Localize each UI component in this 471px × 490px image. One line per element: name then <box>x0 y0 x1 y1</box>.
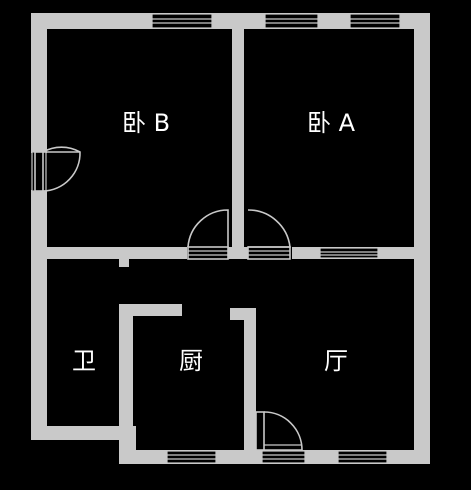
door-bedroom-b-left <box>34 146 81 192</box>
wall-bedroom-mid-floor <box>228 247 248 259</box>
room-label-bedroom-b: 卧 B <box>122 109 170 137</box>
wall-left-upper <box>31 13 47 153</box>
wall-kitchen-top-left <box>119 304 182 316</box>
wall-bottom-bath <box>31 426 136 440</box>
wall-top <box>31 13 430 29</box>
wall-left-lower <box>31 190 47 430</box>
window-top-a1 <box>264 13 319 29</box>
wall-kitchen-left <box>119 304 133 464</box>
door-living-room <box>255 411 303 451</box>
window-bottom-hall-1 <box>261 450 306 464</box>
room-label-bedroom-a: 卧 A <box>307 109 356 137</box>
wall-kitchen-right <box>244 308 256 464</box>
room-label-bathroom: 卫 <box>72 347 96 375</box>
room-label-living-room: 厅 <box>324 347 348 375</box>
window-top-b <box>151 13 213 29</box>
door-bedroom-b <box>187 209 229 260</box>
window-bottom-kitchen <box>166 450 217 464</box>
doors <box>34 146 303 451</box>
wall-bedroom-divider <box>232 29 244 255</box>
wall-stub <box>119 259 129 267</box>
wall-bedroom-b-floor <box>47 247 187 259</box>
window-bottom-hall-2 <box>337 450 388 464</box>
wall-right <box>414 13 430 464</box>
room-labels: 卧 B 卧 A 卫 厨 厅 <box>72 109 356 375</box>
room-label-kitchen: 厨 <box>179 347 203 375</box>
door-bedroom-a <box>247 209 291 260</box>
window-bedroom-a-floor <box>319 247 379 259</box>
window-top-a2 <box>349 13 401 29</box>
